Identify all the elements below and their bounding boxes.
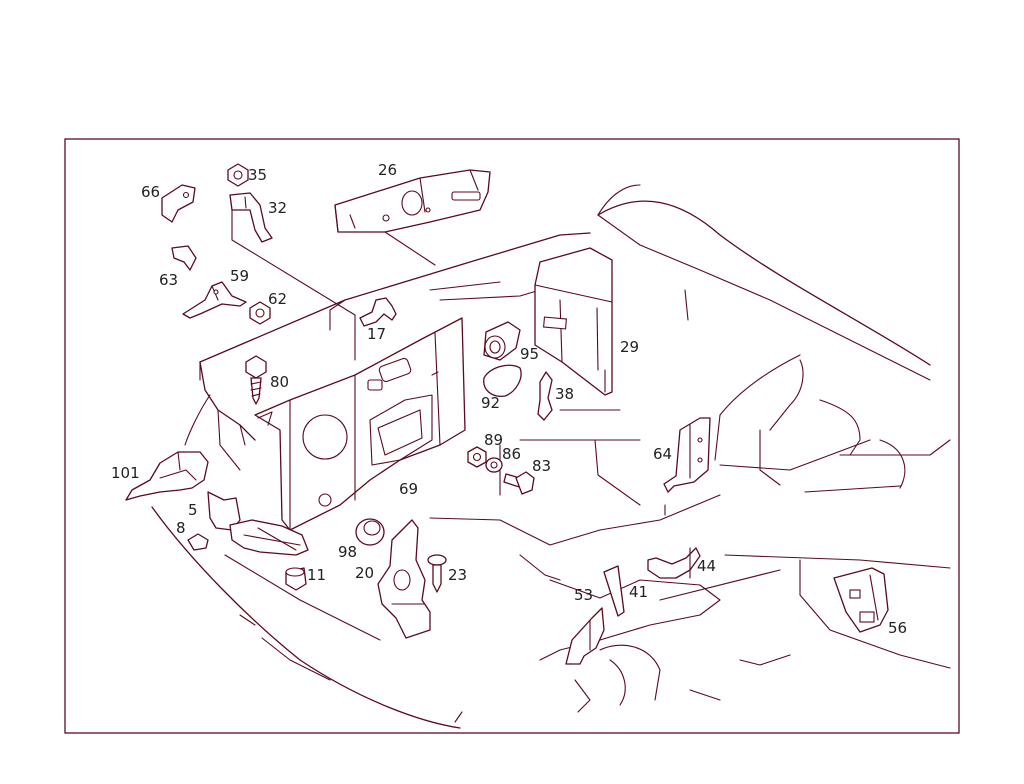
part-20-bracket — [377, 519, 431, 639]
callout-41: 41 — [629, 583, 648, 601]
callout-29: 29 — [620, 338, 639, 356]
callout-8: 8 — [176, 519, 186, 537]
lower-reinforcement — [229, 519, 309, 556]
callout-101: 101 — [111, 464, 140, 482]
callout-35: 35 — [248, 166, 267, 184]
callout-69: 69 — [399, 480, 418, 498]
callout-62: 62 — [268, 290, 287, 308]
callout-59: 59 — [230, 267, 249, 285]
callout-92: 92 — [481, 394, 500, 412]
part-38-bracket — [537, 371, 553, 421]
callout-11: 11 — [307, 566, 326, 584]
callout-98: 98 — [338, 543, 357, 561]
callout-20: 20 — [355, 564, 374, 582]
callout-32: 32 — [268, 199, 287, 217]
callout-23: 23 — [448, 566, 467, 584]
callout-95: 95 — [520, 345, 539, 363]
part-26-cowl-bar — [334, 169, 491, 233]
callout-17: 17 — [367, 325, 386, 343]
part-86-washer — [485, 457, 503, 473]
part-32-bracket — [229, 192, 273, 243]
part-101-duct — [125, 451, 209, 501]
part-17-clip — [359, 297, 397, 327]
part-89-nut — [467, 446, 487, 468]
part-29-panel — [534, 247, 613, 396]
callout-44: 44 — [697, 557, 716, 575]
part-66-bracket — [161, 184, 196, 223]
callout-56: 56 — [888, 619, 907, 637]
callout-26: 26 — [378, 161, 397, 179]
callout-86: 86 — [502, 445, 521, 463]
part-80-screw — [245, 355, 267, 405]
part-35-nut — [227, 163, 249, 187]
part-11-cap — [285, 567, 307, 591]
callout-80: 80 — [270, 373, 289, 391]
part-83-bolt — [503, 471, 535, 495]
part-64-bracket — [663, 417, 711, 493]
part-8-clip — [187, 533, 209, 551]
callout-63: 63 — [159, 271, 178, 289]
part-95-grommet — [483, 321, 521, 361]
part-41-rod — [603, 565, 625, 617]
part-59-bracket — [182, 281, 247, 319]
part-62-nut — [249, 301, 271, 325]
callout-66: 66 — [141, 183, 160, 201]
callout-5: 5 — [188, 501, 198, 519]
callout-89: 89 — [484, 431, 503, 449]
part-63-clip — [171, 245, 197, 271]
body-shell — [151, 184, 951, 729]
part-98-grommet — [355, 518, 385, 546]
part-92-cover — [483, 364, 522, 397]
part-23-rivet — [427, 554, 447, 593]
callout-53: 53 — [574, 586, 593, 604]
callout-83: 83 — [532, 457, 551, 475]
part-56-bracket — [833, 567, 889, 633]
callout-labels: 35 26 66 32 63 59 62 17 29 95 80 38 92 8… — [111, 161, 907, 637]
part-53-bracket — [565, 607, 605, 665]
diagram-frame — [64, 138, 960, 734]
callout-64: 64 — [653, 445, 672, 463]
part-44-bracket — [647, 547, 701, 579]
firewall-panel — [254, 317, 466, 531]
callout-38: 38 — [555, 385, 574, 403]
